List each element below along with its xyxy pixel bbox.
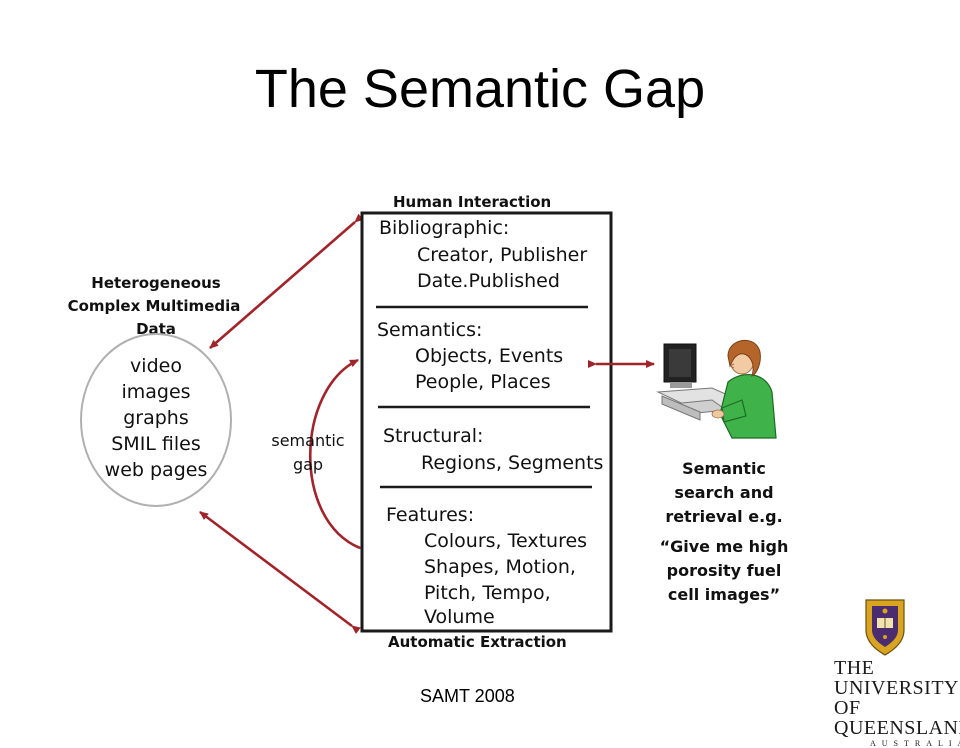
- data-ellipse: [80, 333, 232, 507]
- slide-footer: SAMT 2008: [420, 686, 515, 706]
- section-line: Date.Published: [417, 270, 560, 292]
- data-item: graphs: [123, 407, 189, 429]
- section-line: Regions, Segments: [421, 452, 603, 474]
- data-item: images: [121, 381, 190, 403]
- section-line: Volume: [424, 606, 495, 628]
- section-line: Objects, Events: [415, 345, 563, 367]
- university-crest-icon: [865, 599, 905, 656]
- data-item: SMIL files: [111, 433, 201, 455]
- logo-line3: AUSTRALIA: [870, 739, 960, 748]
- section-line: Creator, Publisher: [417, 244, 587, 266]
- slide-title: The Semantic Gap: [254, 59, 706, 119]
- left-heading-line: Heterogeneous: [91, 274, 221, 292]
- user-at-computer-icon: [656, 339, 777, 439]
- section-line: People, Places: [415, 371, 551, 393]
- data-item: video: [130, 355, 182, 377]
- semantic-gap-arrow: [309, 358, 369, 555]
- search-caption-line: cell images”: [668, 585, 780, 604]
- section-heading: Semantics:: [377, 319, 482, 341]
- left-heading-line: Complex Multimedia: [68, 297, 241, 315]
- section-line: Colours, Textures: [424, 530, 587, 552]
- section-heading: Bibliographic:: [379, 217, 509, 239]
- search-caption-line: search and: [674, 483, 773, 502]
- automatic-extraction-label: Automatic Extraction: [388, 633, 567, 651]
- semantic-gap-label: gap: [293, 455, 323, 474]
- search-caption-line: retrieval e.g.: [665, 507, 782, 526]
- section-line: Shapes, Motion,: [424, 556, 576, 578]
- search-caption-line: Semantic: [682, 459, 766, 478]
- left-heading-line: Data: [136, 320, 176, 338]
- human-interaction-label: Human Interaction: [393, 193, 551, 211]
- university-logo: THE UNIVERSITY OF QUEENSLAND AUSTRALIA: [834, 658, 960, 748]
- annotation-levels-box: [360, 211, 613, 633]
- section-heading: Structural:: [383, 425, 483, 447]
- section-line: Pitch, Tempo,: [424, 582, 551, 604]
- data-item: web pages: [105, 459, 208, 481]
- search-caption-line: porosity fuel: [667, 561, 782, 580]
- search-caption-line: “Give me high: [660, 537, 789, 556]
- semantic-gap-label: semantic: [271, 431, 344, 450]
- arrow-data-to-automatic-extraction: [199, 510, 361, 634]
- semantic-gap-diagram: Heterogeneous Complex Multimedia Data vi…: [68, 193, 905, 656]
- section-heading: Features:: [386, 504, 474, 526]
- arrow-data-to-human-interaction: [209, 213, 364, 349]
- logo-line2: OF QUEENSLAND: [834, 697, 960, 739]
- logo-line1: THE UNIVERSITY: [834, 657, 959, 699]
